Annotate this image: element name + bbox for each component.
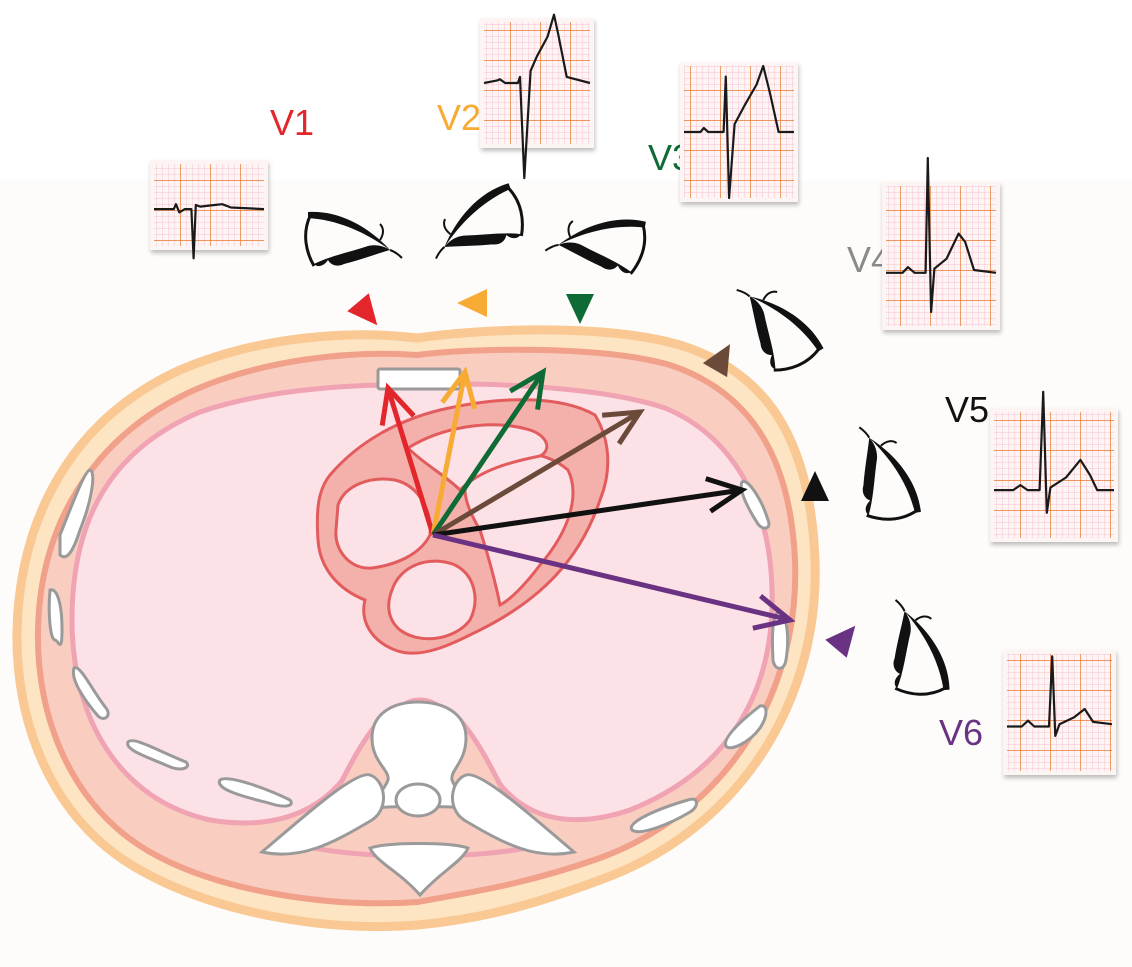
rib [739, 480, 771, 530]
lead-v1: V1 [150, 102, 403, 326]
eye-icon-v4 [736, 289, 824, 372]
ecg-trace-v3 [684, 64, 794, 200]
ecg-trace-v5 [994, 390, 1114, 514]
rib [771, 610, 790, 670]
marker-triangle-v5 [801, 471, 829, 501]
lead-v6: V6 [825, 599, 1116, 775]
lead-label-v6: V6 [939, 712, 983, 753]
vector-arrow-v3 [430, 367, 547, 537]
marker-triangle-v4 [702, 344, 730, 378]
ecg-strip-v2 [480, 13, 594, 180]
eye-icon-v1 [304, 211, 403, 267]
heart [315, 398, 610, 655]
ecg-grid-v4 [886, 186, 996, 326]
transverse-process [258, 773, 386, 856]
rib [47, 588, 64, 646]
vertebra [258, 700, 578, 898]
rib [58, 468, 95, 559]
thorax-cross-section [12, 325, 820, 931]
right-atrium [334, 477, 432, 570]
ecg-grid-v2 [484, 22, 590, 144]
rib [217, 777, 293, 808]
vector-arrow-v2 [430, 366, 478, 536]
ecg-trace-v1 [154, 203, 265, 260]
lead-label-v5: V5 [945, 389, 989, 430]
ecg-strip-v5 [990, 390, 1118, 542]
marker-triangle-v2 [457, 289, 487, 317]
eye-icon-v3 [544, 219, 647, 275]
ecg-strip-v6 [1003, 650, 1116, 775]
rib [724, 704, 768, 750]
lead-vectors [379, 366, 796, 631]
marker-triangle-v6 [825, 625, 856, 658]
left-atrium [387, 559, 477, 641]
vector-arrow-v4 [431, 409, 645, 538]
ecg-grid-v5 [994, 412, 1114, 538]
eye-icon-v5 [858, 426, 921, 521]
lead-v2: V2 [435, 13, 594, 317]
ecg-trace-v4 [886, 156, 997, 314]
ecg-strip-v1 [150, 160, 268, 260]
spinal-canal [394, 782, 442, 818]
marker-triangle-v1 [347, 293, 378, 326]
spinous-process [367, 842, 471, 898]
lead-v3: V3 [544, 62, 798, 324]
ecg-grid-v6 [1007, 654, 1112, 771]
rib [71, 666, 110, 720]
sternum [376, 367, 462, 391]
eye-icon-v6 [893, 599, 950, 696]
eye-icon-v2 [435, 183, 524, 260]
lead-v4: V4 [702, 156, 1000, 378]
ecg-strip-v4 [882, 156, 1000, 330]
lead-v5: V5 [801, 389, 1118, 542]
rib [629, 797, 698, 834]
lead-label-v2: V2 [437, 97, 481, 138]
ecg-trace-v6 [1007, 655, 1113, 737]
transverse-process [450, 773, 578, 856]
ecg-trace-v2 [483, 13, 591, 180]
lead-label-v1: V1 [270, 102, 314, 143]
vector-arrow-v6 [432, 532, 796, 631]
vector-arrow-v1 [379, 382, 436, 536]
ecg-strip-v3 [680, 62, 798, 202]
marker-triangle-v3 [566, 294, 594, 324]
ecg-grid-v3 [684, 66, 794, 198]
vector-arrow-v5 [432, 476, 748, 538]
rib [126, 739, 189, 771]
